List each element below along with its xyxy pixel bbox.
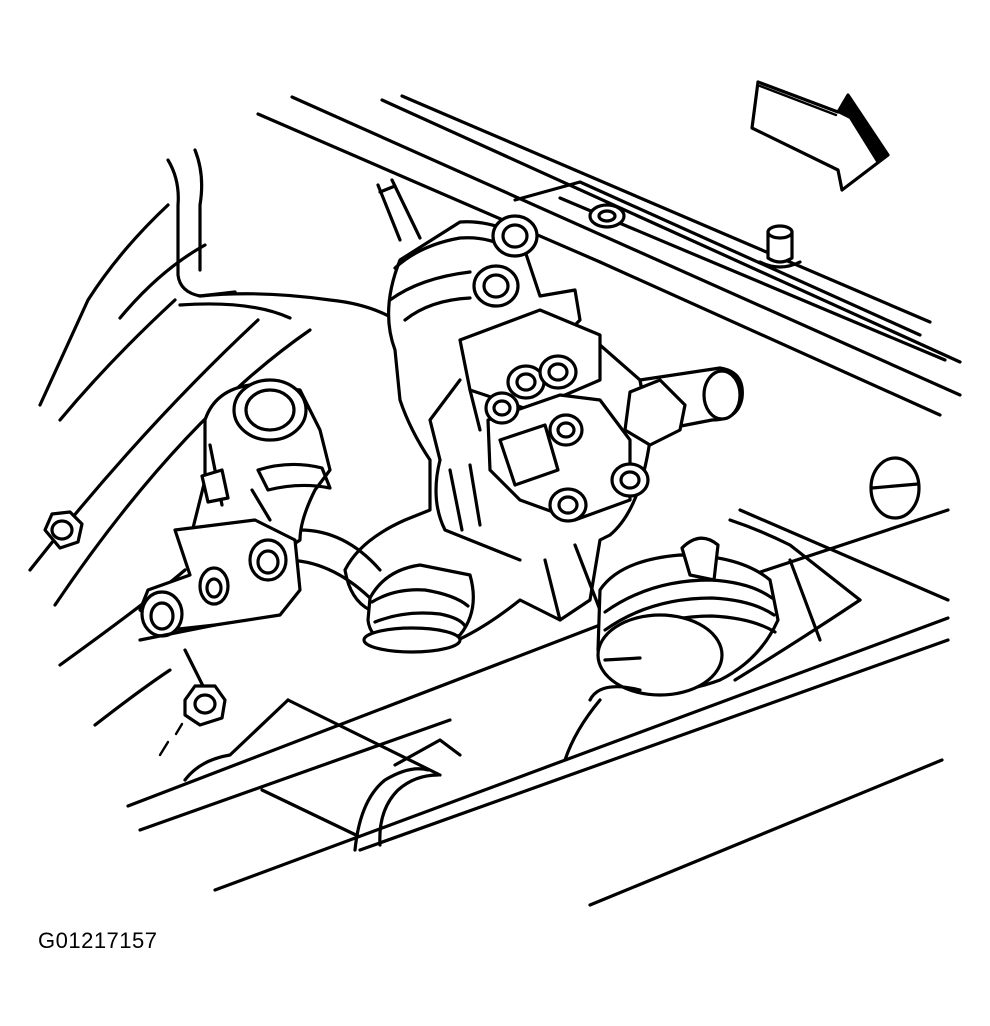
frame-bolt-icon	[43, 510, 84, 550]
front-direction-arrow-icon	[750, 80, 890, 192]
frame-rail	[256, 94, 962, 520]
left-tie-rod-boot	[283, 528, 475, 654]
outer-tie-rod-end	[138, 378, 332, 702]
right-tie-rod-boot	[563, 508, 950, 762]
tie-rod-nut-icon	[158, 684, 227, 757]
figure-code: G01217157	[38, 928, 158, 953]
steering-gear-housing	[343, 178, 744, 653]
